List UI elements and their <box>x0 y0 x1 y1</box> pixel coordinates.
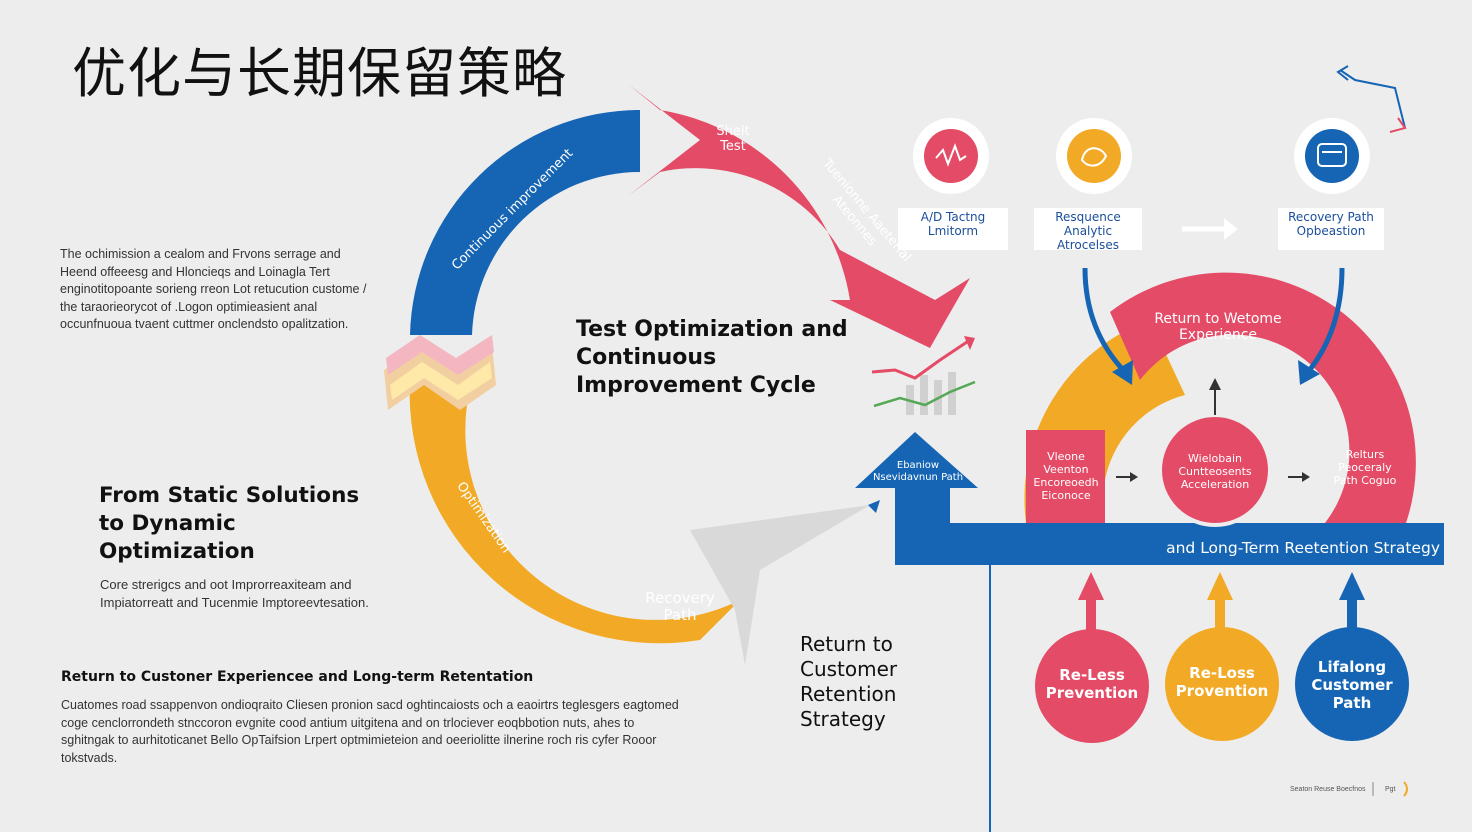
section1-text: Core strerigcs and oot Improrreaxiteam a… <box>100 577 369 610</box>
section2-text: Cuatomes road ssappenvon ondioqraito Cli… <box>61 698 679 765</box>
section2-heading: Return to Custoner Experiencee and Long-… <box>61 669 534 685</box>
intro-paragraph: The ochimission a cealom and Frvons serr… <box>60 247 367 331</box>
retention-right-label: Relturs Peoceraly Path Coguo <box>1333 448 1397 487</box>
page-title: 优化与长期保留策略 <box>72 42 567 105</box>
circle-lifelong-label: Lifalong Customer Path <box>1311 658 1393 712</box>
circle-reless-label: Re-Less Prevention <box>1045 666 1139 702</box>
chevron-connector-icon <box>384 335 496 410</box>
tool-analytics: Resquence Analytic Atrocelses <box>1034 208 1142 252</box>
grey-cycle-arrowhead <box>690 505 870 665</box>
yellow-cycle-arc <box>409 380 740 644</box>
retention-band-label: and Long-Term Reetention Strategy <box>1166 539 1440 557</box>
retention-left-label: Vleone Veenton Encoreoedh Eiconoce <box>1033 450 1099 502</box>
refresh-arrows-icon <box>1336 65 1407 133</box>
footer-text: Seaton Reuse Boecfnos <box>1290 786 1366 793</box>
up-arrow-label: Ebaniow Nsevidavnun Path <box>872 460 964 483</box>
strategy-label: Return to Customer Retention Strategy <box>800 632 898 731</box>
cycle-center-title: Test Optimization and Continuous Improve… <box>576 317 848 398</box>
tool-analytics-label: Resquence Analytic Atrocelses <box>1055 210 1121 252</box>
growth-chart-icon <box>871 336 976 415</box>
blue-up-arrow <box>855 432 1444 565</box>
tool-recovery-path-label: Recovery Path Opbeastion <box>1288 210 1374 238</box>
retention-arc-top-label: Return to Wetome Experience <box>1154 311 1282 343</box>
retention-arc-pink <box>1110 272 1416 523</box>
pink-arc-top-label: Shelt Test <box>716 124 750 154</box>
blue-cycle-arc <box>410 109 640 335</box>
footer-page: Pgt <box>1385 786 1396 793</box>
small-blue-arrow <box>868 500 880 513</box>
tool-ab-testing: A/D Tactng Lmitorm <box>898 208 1008 250</box>
grey-arc-label: Recovery Path <box>645 589 715 624</box>
tool-ab-testing-label: A/D Tactng Lmitorm <box>920 210 986 238</box>
tool-recovery-path: Recovery Path Opbeastion <box>1278 208 1384 250</box>
circle-reloss-label: Re-Loss Provention <box>1175 664 1269 700</box>
retention-center-label: Wielobain Cuntteosents Acceleration <box>1178 452 1252 491</box>
section1-heading: From Static Solutions to Dynamic Optimiz… <box>99 483 360 564</box>
pink-cycle-arc <box>628 84 970 348</box>
